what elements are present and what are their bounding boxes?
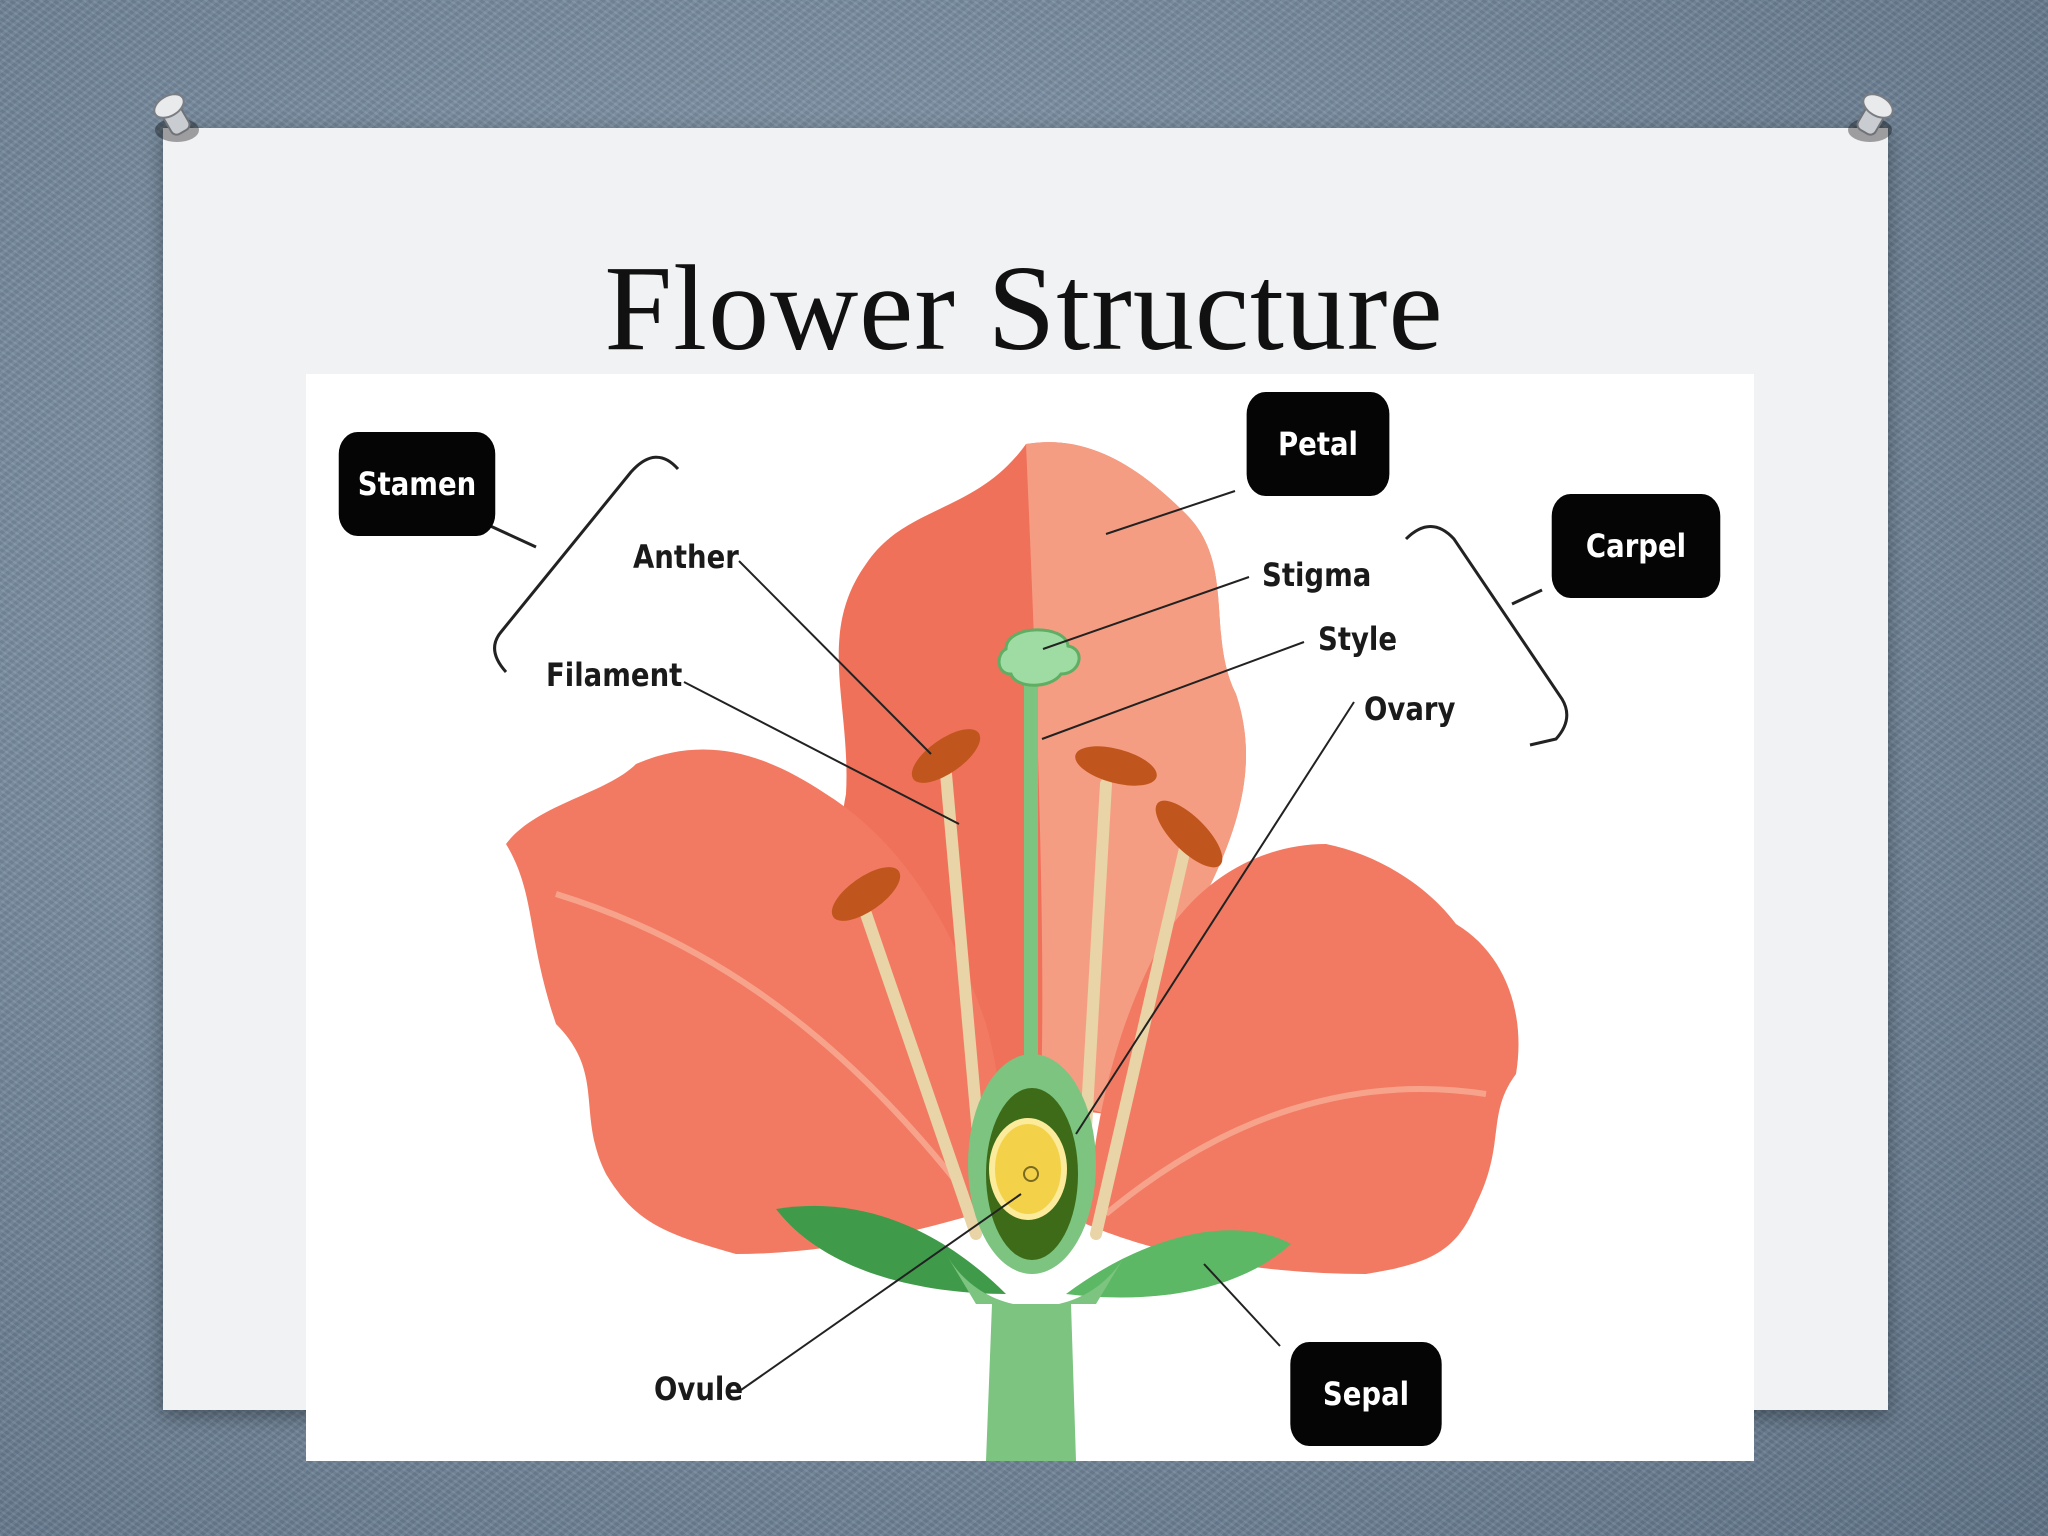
anther-label: Anther [633, 538, 739, 576]
stamen-label: Stamen [338, 432, 496, 536]
anther-4 [1155, 800, 1223, 868]
anther-2 [911, 729, 981, 783]
filament-4 [1090, 838, 1192, 1240]
right-petal-vein [1104, 1086, 1487, 1217]
petal-label: Petal [1246, 392, 1390, 496]
pushpin-left-icon [153, 93, 199, 142]
pushpin-right-icon [1848, 93, 1894, 142]
left-petal-vein [555, 891, 969, 1196]
sepal-label: Sepal [1290, 1342, 1442, 1446]
ovule [989, 1118, 1067, 1220]
slide-title: Flower Structure [604, 241, 1444, 376]
carpel-label: Carpel [1551, 494, 1721, 598]
anther-3 [1075, 746, 1157, 786]
style [1024, 664, 1038, 1144]
ovary-label: Ovary [1364, 690, 1456, 728]
style-label: Style [1318, 620, 1398, 658]
filament-1 [860, 908, 982, 1240]
carpel-bracket [1404, 525, 1569, 747]
flower-diagram: Stamen Petal Carpel Sepal Anther Filamen… [306, 374, 1754, 1461]
stamen-bracket [493, 455, 680, 674]
ovule-label: Ovule [654, 1370, 744, 1408]
sepal-left [776, 1205, 1006, 1294]
stigma-label: Stigma [1262, 556, 1372, 594]
filament-label: Filament [546, 656, 683, 694]
sepal-right [1066, 1230, 1291, 1298]
stem [986, 1304, 1076, 1461]
flower-illustration [485, 442, 1569, 1461]
anther-1 [831, 867, 901, 921]
